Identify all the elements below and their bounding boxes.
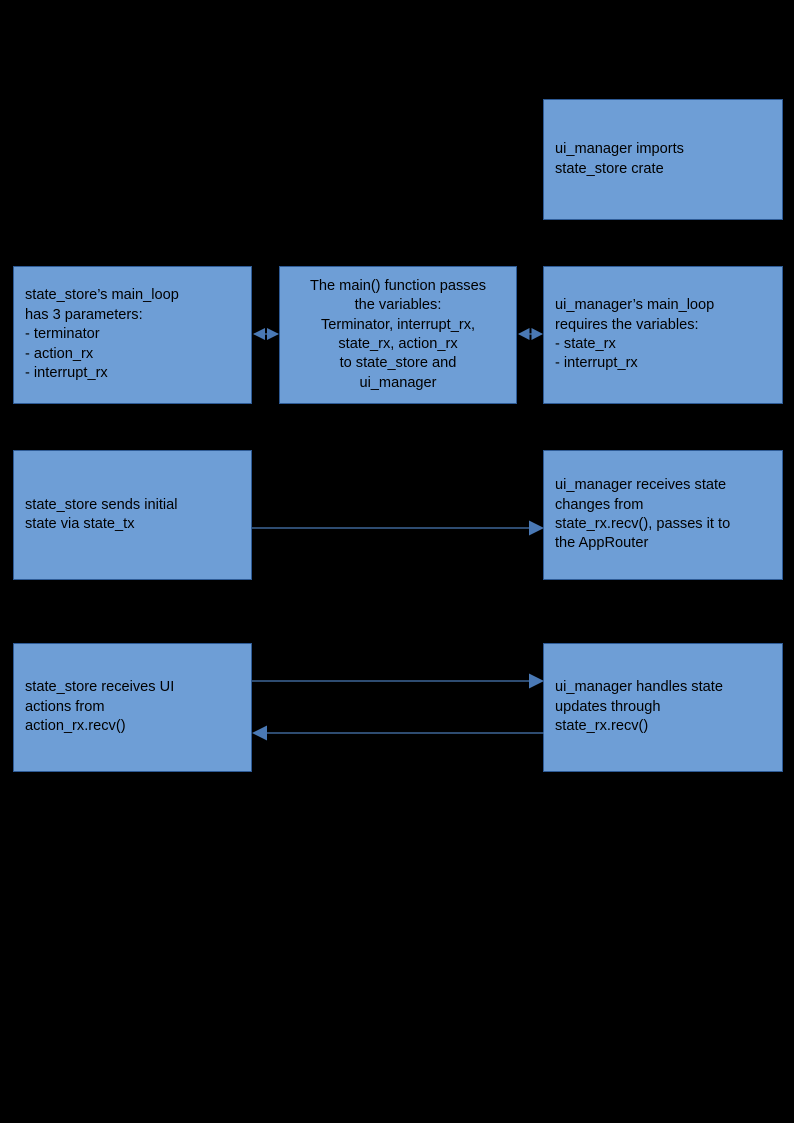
arrowhead-right-icon xyxy=(531,328,543,340)
node-label: ui_manager imports state_store crate xyxy=(555,141,684,177)
connector-bidirectional-state-store-to-main xyxy=(253,328,279,340)
node-state-store-receives-ui-actions[interactable]: state_store receives UI actions from act… xyxy=(13,643,252,772)
arrowhead-right-icon xyxy=(267,328,279,340)
node-label: ui_manager handles state updates through… xyxy=(555,679,723,735)
node-ui-manager-handles-state-updates[interactable]: ui_manager handles state updates through… xyxy=(543,643,783,772)
connector-state-store-sends-to-ui-manager xyxy=(252,520,544,536)
node-ui-manager-main-loop[interactable]: ui_manager’s main_loop requires the vari… xyxy=(543,266,783,404)
node-label: state_store sends initial state via stat… xyxy=(25,496,178,532)
arrowhead-right-icon xyxy=(529,673,544,689)
arrowhead-right-icon xyxy=(529,520,544,536)
node-ui-manager-receives-state-changes[interactable]: ui_manager receives state changes from s… xyxy=(543,450,783,580)
arrowhead-left-icon xyxy=(518,328,530,340)
node-label: The main() function passes the variables… xyxy=(309,277,487,391)
connector-state-store-to-ui-manager-updates xyxy=(252,673,544,689)
connector-ui-manager-back-to-state-store xyxy=(252,725,544,741)
node-label: state_store’s main_loop has 3 parameters… xyxy=(25,287,179,382)
node-label: state_store receives UI actions from act… xyxy=(25,679,175,735)
connector-bidirectional-main-to-ui-manager xyxy=(518,328,543,340)
node-ui-manager-imports[interactable]: ui_manager imports state_store crate xyxy=(543,99,783,220)
arrowhead-left-icon xyxy=(252,725,267,741)
node-state-store-sends-initial-state[interactable]: state_store sends initial state via stat… xyxy=(13,450,252,580)
arrowhead-left-icon xyxy=(253,328,265,340)
node-label: ui_manager receives state changes from s… xyxy=(555,477,731,552)
node-label: ui_manager’s main_loop requires the vari… xyxy=(555,297,715,372)
node-main-function-passes[interactable]: The main() function passes the variables… xyxy=(279,266,517,404)
node-state-store-main-loop[interactable]: state_store’s main_loop has 3 parameters… xyxy=(13,266,252,404)
